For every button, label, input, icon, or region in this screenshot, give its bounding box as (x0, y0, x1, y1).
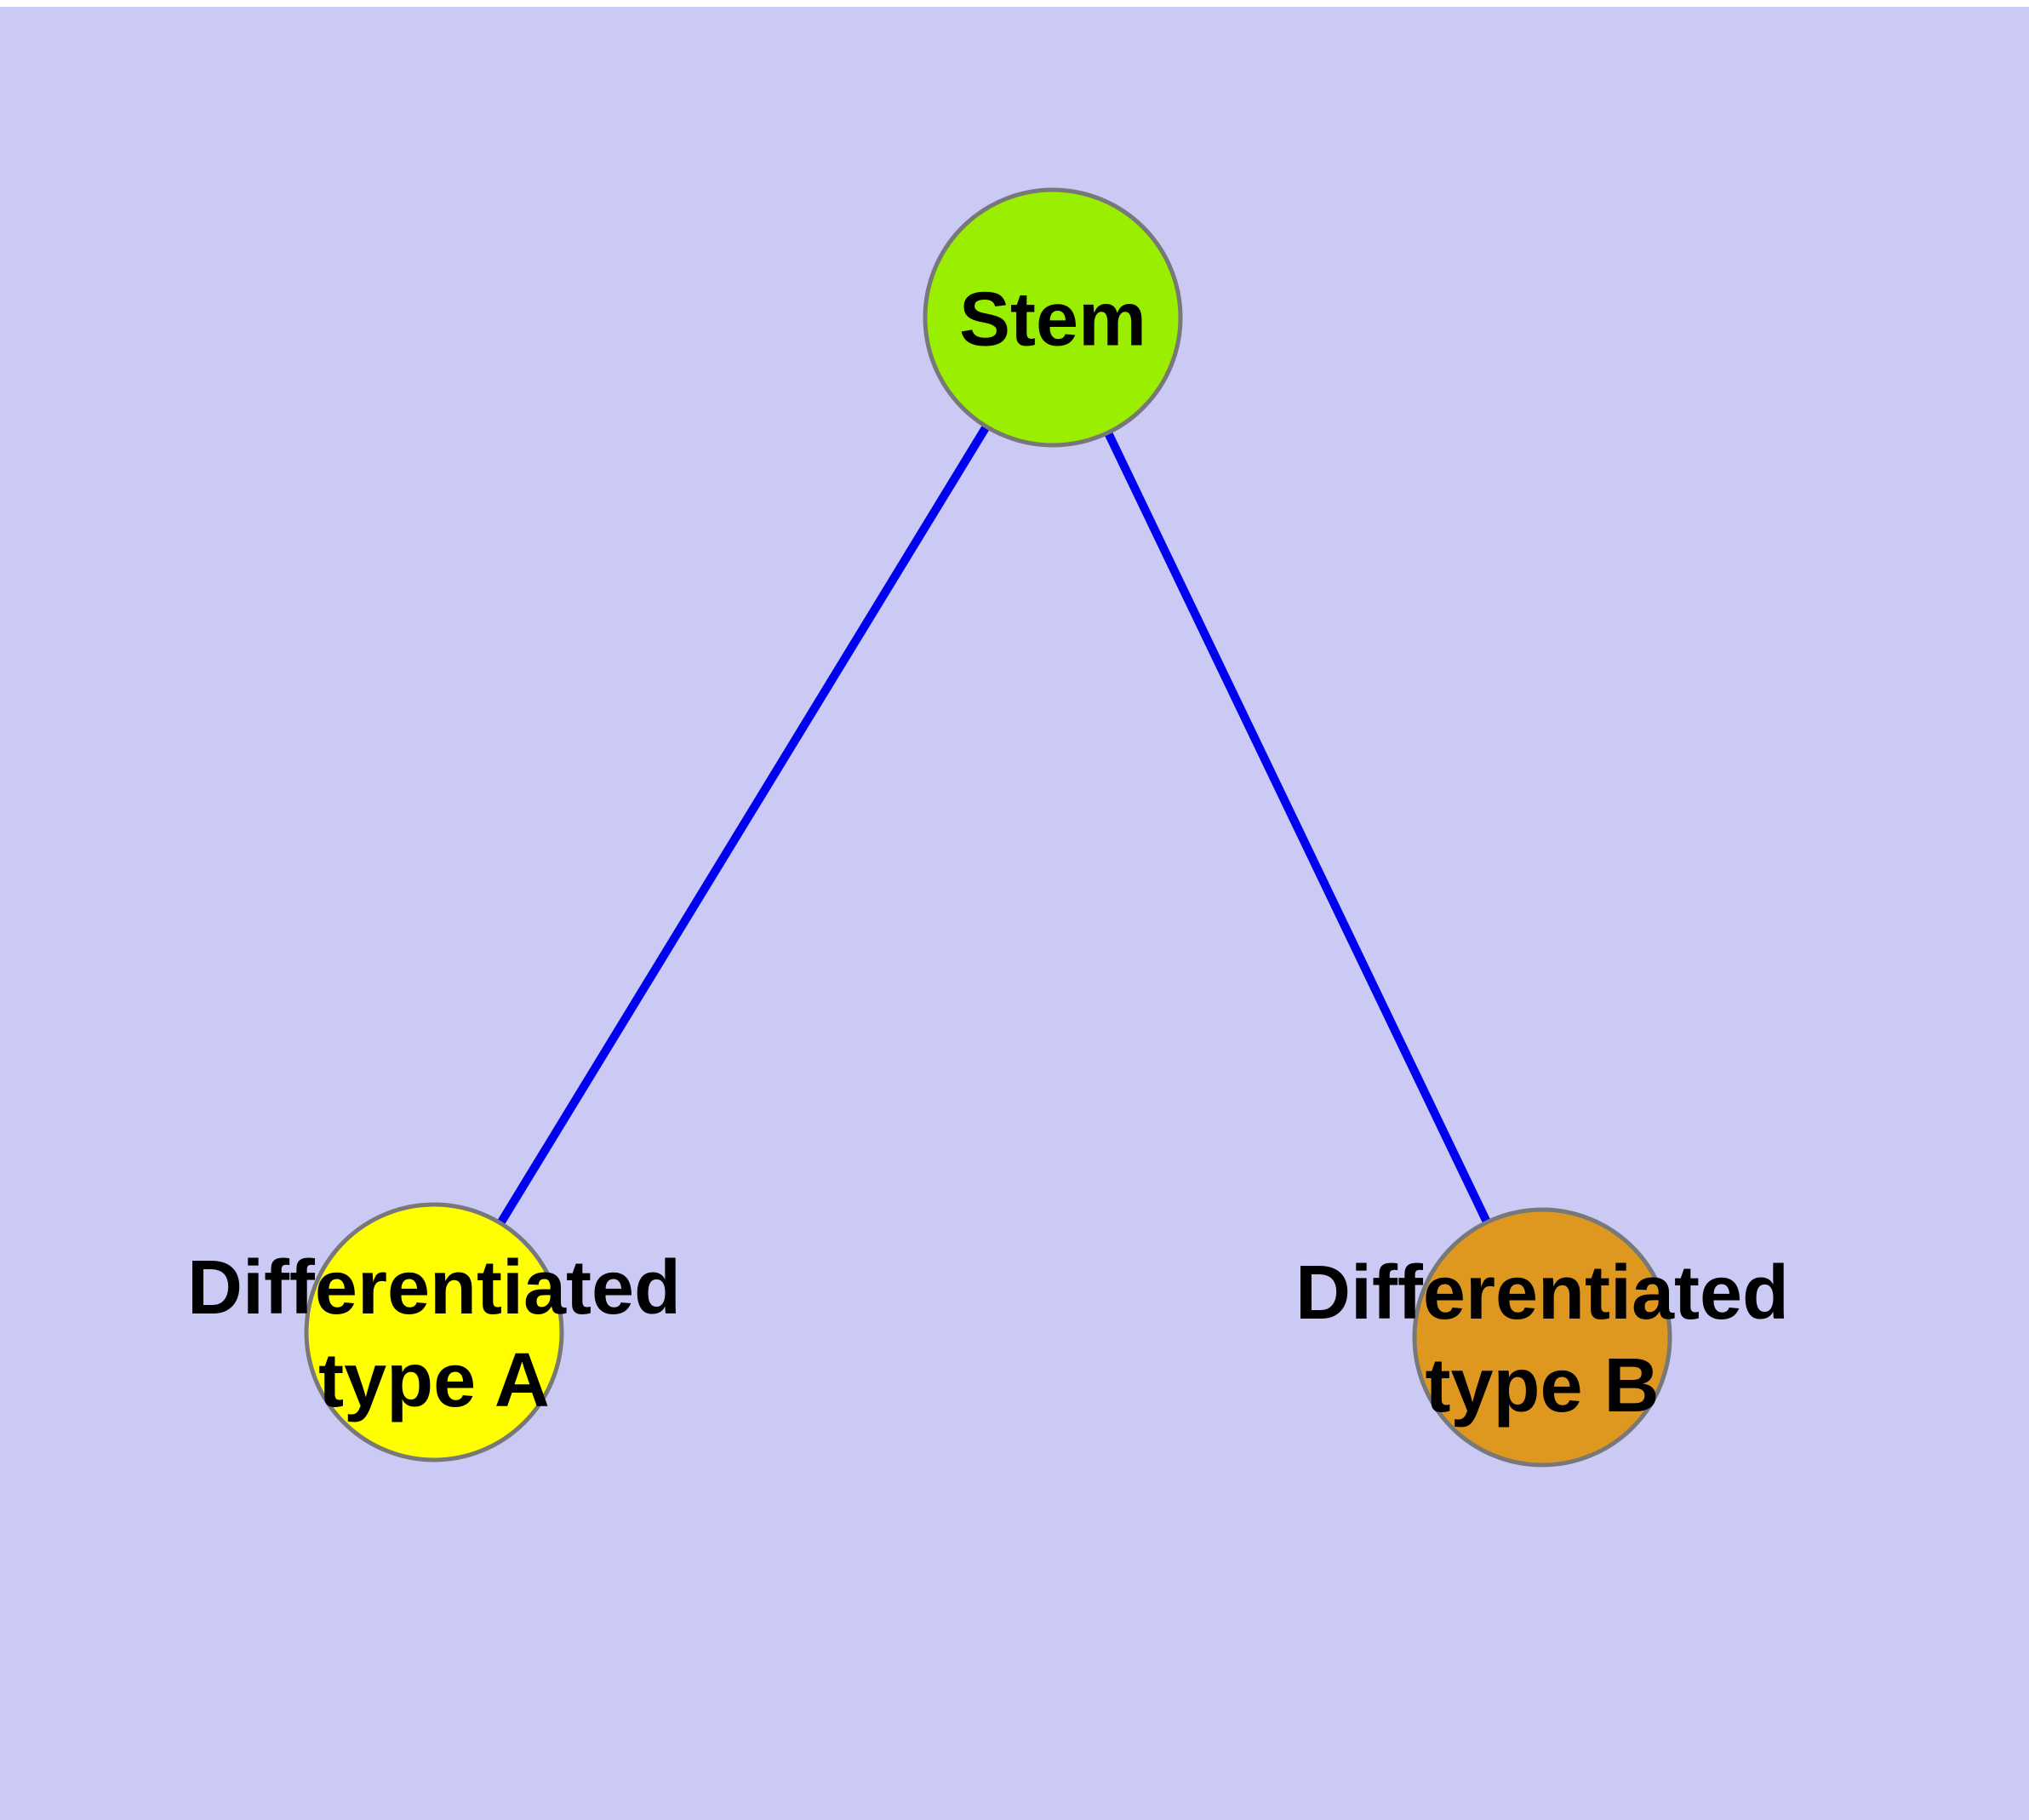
node-diff-a-label-line2: type A (318, 1338, 550, 1423)
node-diff-a-label-line1: Differentiated (187, 1245, 681, 1331)
node-stem[interactable]: Stem (923, 187, 1183, 448)
node-diff-a-circle (304, 1202, 564, 1462)
edge-stem-diff-a (430, 315, 1057, 1335)
node-stem-circle (923, 187, 1183, 448)
edge-stem-diff-b (1049, 315, 1546, 1340)
node-diff-b-label-line2: type B (1425, 1343, 1659, 1428)
node-stem-label-line1: Stem (959, 277, 1146, 362)
node-diff-b-label-line1: Differentiated (1295, 1251, 1789, 1336)
node-diff-b-circle (1412, 1207, 1672, 1468)
top-margin-strip (0, 0, 2029, 7)
